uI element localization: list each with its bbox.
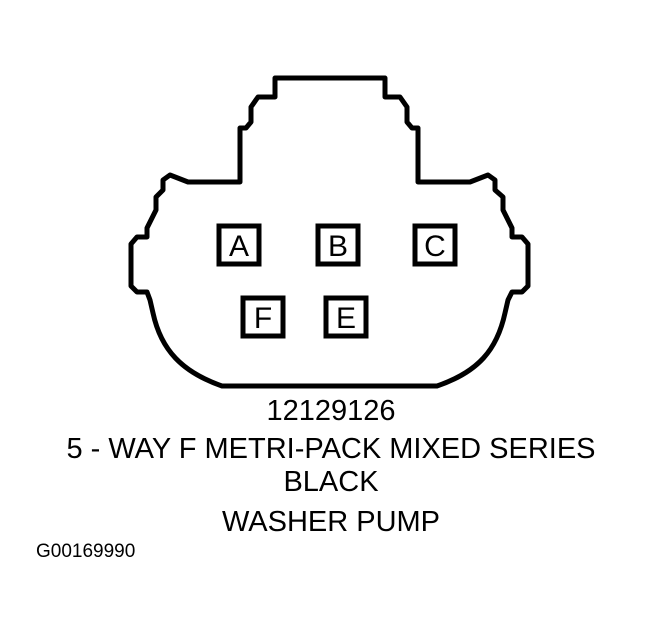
pin-cavity-c: C	[412, 223, 458, 267]
pin-cavity-a: A	[216, 223, 262, 267]
pin-cavity-f: F	[240, 295, 286, 339]
pin-cavity-b: B	[315, 223, 361, 267]
pin-label-c: C	[424, 230, 446, 263]
pin-label-e: E	[336, 302, 356, 335]
pin-label-a: A	[229, 230, 249, 263]
figure-id: G00169990	[36, 541, 136, 562]
connector-housing-outline	[128, 75, 531, 389]
pin-label-f: F	[254, 302, 272, 335]
connector-usage: WASHER PUMP	[221, 506, 441, 538]
pin-cavity-e: E	[323, 295, 369, 339]
connector-type: 5 - WAY F METRI-PACK MIXED SERIES	[66, 433, 596, 465]
connector-color: BLACK	[283, 466, 379, 498]
part-number: 12129126	[266, 395, 396, 427]
pin-label-b: B	[328, 230, 348, 263]
